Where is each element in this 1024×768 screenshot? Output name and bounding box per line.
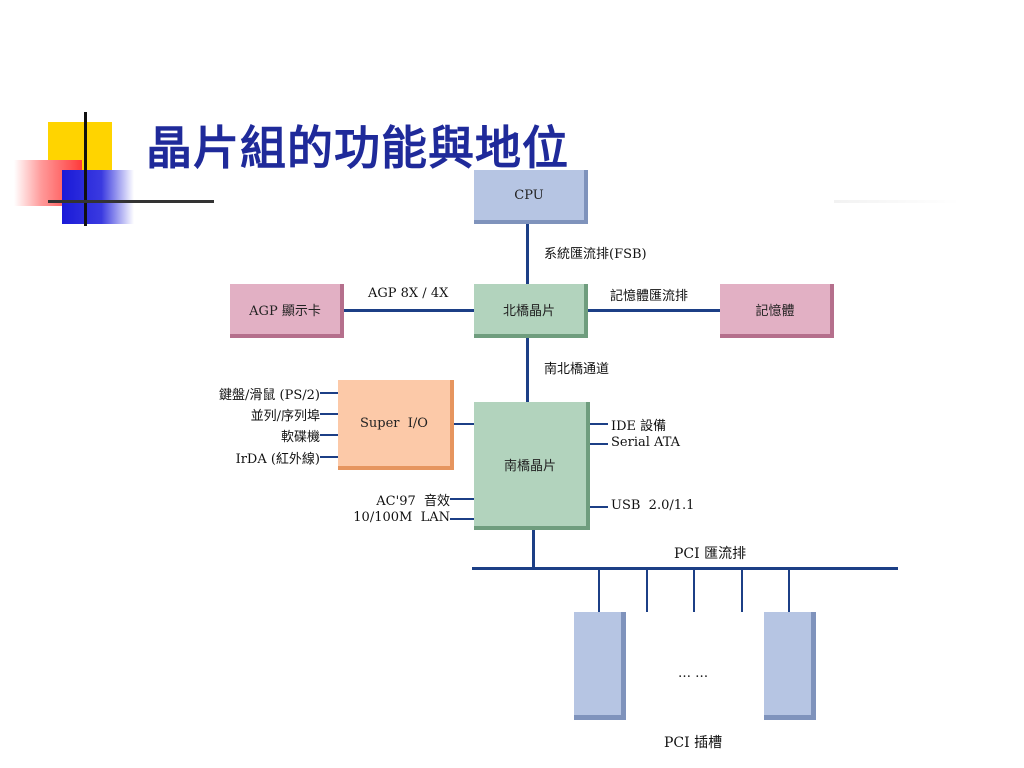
port-tick	[320, 434, 340, 436]
port-label: 並列/序列埠	[250, 409, 320, 424]
pci-drop	[788, 570, 790, 612]
lan-label: 10/100M LAN	[353, 510, 450, 525]
slide-title: 晶片組的功能與地位	[146, 121, 569, 172]
cpu-box: CPU	[474, 170, 588, 224]
sata-label: Serial ATA	[611, 435, 681, 450]
decor-right-line	[834, 200, 960, 203]
port-tick	[588, 506, 608, 508]
port-tick	[320, 392, 340, 394]
fsb-label: 系統匯流排(FSB)	[544, 247, 647, 262]
cpu-label: CPU	[514, 187, 544, 203]
north-bridge-box: 北橋晶片	[474, 284, 588, 338]
ac97-label: AC'97 音效	[376, 494, 450, 509]
port-label: 軟碟機	[280, 430, 320, 445]
ns-channel-label: 南北橋通道	[544, 362, 610, 377]
decor-blue-square	[62, 170, 134, 224]
ns-channel-wire	[526, 336, 529, 404]
super-io-box: Super I/O	[338, 380, 454, 470]
agp-link-label: AGP 8X / 4X	[368, 286, 449, 301]
decor-vertical-line	[84, 112, 87, 226]
port-label: IrDA (紅外線)	[235, 452, 320, 467]
pci-drop	[646, 570, 648, 612]
memory-label: 記憶體	[755, 303, 795, 319]
decor-horizontal-line	[48, 200, 214, 203]
ide-label: IDE 設備	[611, 419, 667, 434]
port-tick	[320, 413, 340, 415]
port-tick	[588, 423, 608, 425]
port-tick	[450, 518, 476, 520]
pci-bus-wire	[472, 567, 898, 570]
fsb-wire	[526, 222, 529, 286]
port-tick	[588, 443, 608, 445]
pci-drop	[741, 570, 743, 612]
south-bridge-label: 南橋晶片	[503, 458, 556, 474]
port-tick	[450, 498, 476, 500]
port-tick	[320, 456, 340, 458]
south-bridge-box: 南橋晶片	[474, 402, 590, 530]
usb-label: USB 2.0/1.1	[611, 498, 695, 513]
pci-link-wire	[532, 528, 535, 570]
pci-slots-label: PCI 插槽	[664, 735, 723, 751]
super-io-link-wire	[452, 423, 476, 425]
agp-wire	[342, 309, 476, 312]
pci-drop	[693, 570, 695, 612]
super-io-label: Super I/O	[360, 415, 428, 431]
pci-bus-label: PCI 匯流排	[674, 546, 747, 562]
memory-bus-label: 記憶體匯流排	[610, 289, 689, 304]
memory-box: 記憶體	[720, 284, 834, 338]
pci-slot	[574, 612, 626, 720]
pci-slot	[764, 612, 816, 720]
north-bridge-label: 北橋晶片	[502, 303, 555, 319]
memory-bus-wire	[588, 309, 722, 312]
agp-card-box: AGP 顯示卡	[230, 284, 344, 338]
pci-ellipsis: … …	[678, 666, 709, 681]
pci-drop	[598, 570, 600, 612]
port-label: 鍵盤/滑鼠 (PS/2)	[219, 388, 320, 403]
agp-card-label: AGP 顯示卡	[249, 303, 321, 319]
